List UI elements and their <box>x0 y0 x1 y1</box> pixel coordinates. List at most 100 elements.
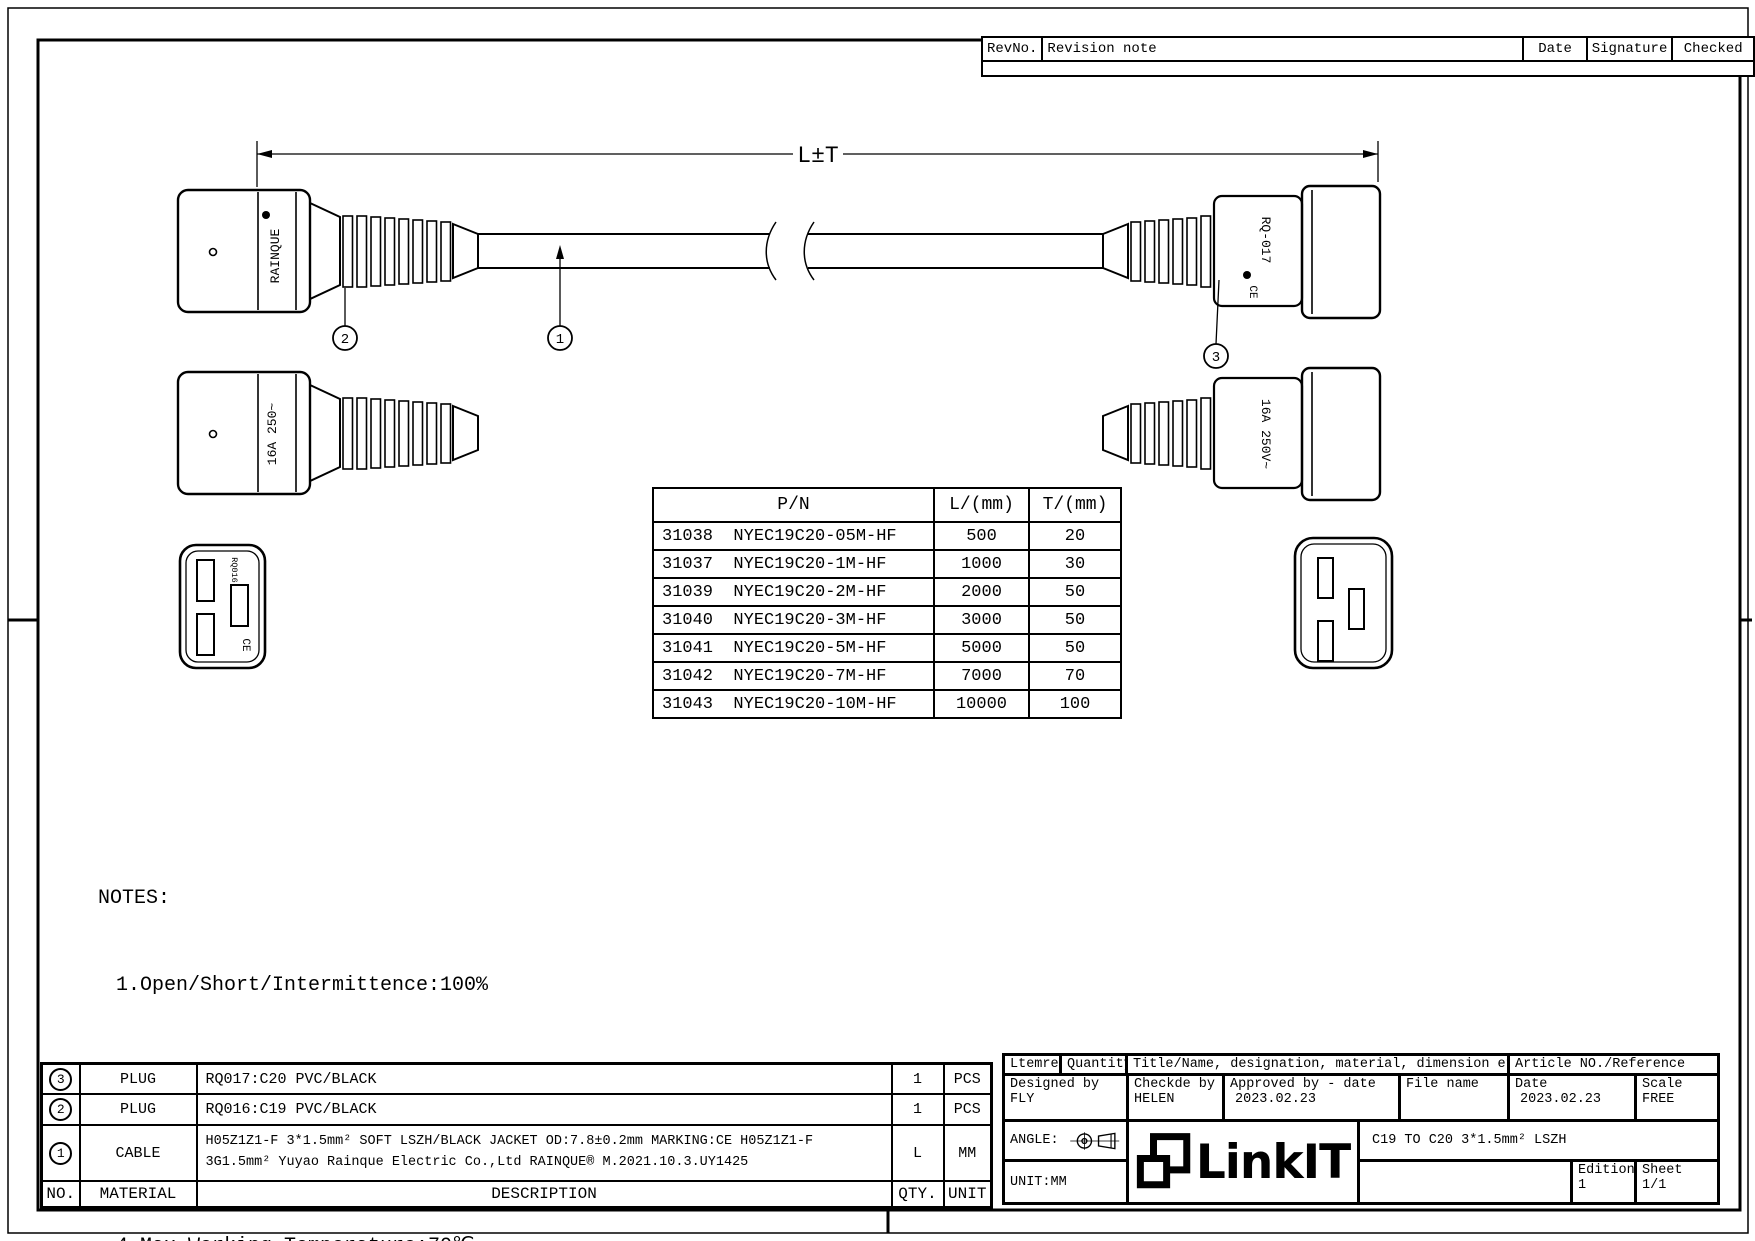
pn-cell: 31042 NYEC19C20-7M-HF <box>652 661 935 691</box>
brand-logo-dot <box>1243 271 1251 279</box>
qty-cell: L <box>890 1124 945 1182</box>
edition-cell: Edition 1 <box>1573 1162 1637 1202</box>
unit-cell: MM <box>942 1124 993 1182</box>
brand-logo-dot <box>262 211 270 219</box>
parts-header-row: P/N L/(mm) T/(mm) <box>652 487 1122 523</box>
tolerance-cell: 20 <box>1028 521 1122 551</box>
bom-footer-row: NO. MATERIAL DESCRIPTION QTY. UNIT <box>40 1180 993 1209</box>
length-cell: 7000 <box>933 661 1030 691</box>
tolerance-cell: 50 <box>1028 605 1122 635</box>
checked-by-cell: Checkde by HELEN <box>1129 1076 1225 1122</box>
balloon-2 <box>332 325 358 351</box>
qty-cell: 1 <box>890 1093 945 1126</box>
length-cell: 500 <box>933 521 1030 551</box>
tolerance-cell: 30 <box>1028 549 1122 579</box>
length-cell: 5000 <box>933 633 1030 663</box>
ce-mark: CE <box>1246 285 1258 299</box>
pn-cell: 31039 NYEC19C20-2M-HF <box>652 577 935 607</box>
linkit-logo-icon <box>1136 1133 1191 1189</box>
length-header: L/(mm) <box>933 487 1030 523</box>
scale-value: FREE <box>1642 1092 1675 1107</box>
table-row: 31037 NYEC19C20-1M-HF 1000 30 <box>652 549 1122 579</box>
table-row: 31040 NYEC19C20-3M-HF 3000 50 <box>652 605 1122 635</box>
checked-header: Checked <box>1671 36 1755 62</box>
note-item: 1.Open/Short/Intermittence:100% <box>116 974 489 997</box>
balloon-1 <box>547 325 573 351</box>
designed-by-cell: Designed by FLY <box>1005 1076 1129 1122</box>
first-angle-projection-icon <box>1069 1131 1119 1150</box>
callout-balloons: 2 1 3 <box>332 245 1229 369</box>
pn-cell: 31038 NYEC19C20-05M-HF <box>652 521 935 551</box>
material-cell: CABLE <box>78 1124 198 1182</box>
circled-number: 1 <box>49 1141 73 1165</box>
unit-cell: UNIT:MM <box>1005 1162 1129 1202</box>
date-header: Date <box>1522 36 1588 62</box>
revno-header: RevNo. <box>980 36 1044 62</box>
notes-title: NOTES: <box>98 887 171 910</box>
c20-face-view <box>1293 536 1394 670</box>
pn-cell: 31040 NYEC19C20-3M-HF <box>652 605 935 635</box>
material-footer: MATERIAL <box>78 1180 198 1209</box>
qty-cell: 1 <box>890 1062 945 1095</box>
cable-break-mark <box>803 221 815 281</box>
material-cell: PLUG <box>78 1062 198 1095</box>
c20-plug-rear-view <box>176 370 480 496</box>
dim-arrow-right <box>1363 150 1378 158</box>
description-cell: RQ016:C19 PVC/BLACK <box>195 1093 893 1126</box>
note-item: 4.Max.Working Temperature:70℃ <box>116 1232 488 1241</box>
table-row: 31041 NYEC19C20-5M-HF 5000 50 <box>652 633 1122 663</box>
empty-cell <box>1360 1162 1573 1202</box>
tolerance-cell: 100 <box>1028 689 1122 719</box>
angle-label: ANGLE: <box>1010 1133 1059 1148</box>
file-name-label: File name <box>1406 1077 1479 1092</box>
pn-cell: 31043 NYEC19C20-10M-HF <box>652 689 935 719</box>
checked-by-label: Checkde by <box>1134 1077 1216 1092</box>
circled-number: 2 <box>49 1098 73 1121</box>
itemref-label: Ltemref <box>1005 1056 1062 1076</box>
approved-by-cell: Approved by - date 2023.02.23 <box>1225 1076 1401 1122</box>
pn-cell: 31037 NYEC19C20-1M-HF <box>652 549 935 579</box>
right-connector-rating-label: 16A 250V~ <box>1258 399 1273 469</box>
balloon-2-number: 2 <box>341 332 349 348</box>
date-label: Date <box>1515 1077 1548 1092</box>
table-row: 31043 NYEC19C20-10M-HF 10000 100 <box>652 689 1122 719</box>
description-cell: H05Z1Z1-F 3*1.5mm² SOFT LSZH/BLACK JACKE… <box>195 1124 893 1182</box>
tolerance-cell: 70 <box>1028 661 1122 691</box>
tolerance-cell: 50 <box>1028 633 1122 663</box>
dim-arrow-left <box>257 150 272 158</box>
ce-mark: CE <box>239 638 251 652</box>
edition-label: Edition <box>1578 1163 1635 1178</box>
revision-header-row: RevNo. Revision note Date Signature Chec… <box>980 36 1755 62</box>
table-row: 1 CABLE H05Z1Z1-F 3*1.5mm² SOFT LSZH/BLA… <box>40 1124 993 1182</box>
revision-note-header: Revision note <box>1041 36 1525 62</box>
table-row: 31039 NYEC19C20-2M-HF 2000 50 <box>652 577 1122 607</box>
title-block: Ltemref Quantity Title/Name, designation… <box>1002 1053 1720 1205</box>
table-row: 31042 NYEC19C20-7M-HF 7000 70 <box>652 661 1122 691</box>
length-cell: 1000 <box>933 549 1030 579</box>
cable-description-line2: 3G1.5mm² Yuyao Rainque Electric Co.,Ltd … <box>205 1155 749 1170</box>
left-connector-rating-label: 16A 250~ <box>265 403 280 466</box>
sheet-label: Sheet <box>1642 1163 1683 1178</box>
date-cell: Date 2023.02.23 <box>1510 1076 1637 1122</box>
c19-face-view: RQ016 CE <box>178 543 267 670</box>
length-cell: 10000 <box>933 689 1030 719</box>
sheet-frame <box>7 7 1752 1234</box>
revision-empty-cell <box>981 60 1755 77</box>
item-number-cell: 1 <box>40 1124 81 1182</box>
no-footer: NO. <box>40 1180 81 1209</box>
article-reference-label: Article NO./Reference <box>1510 1056 1717 1076</box>
unit-cell: PCS <box>942 1093 993 1126</box>
assembly-rating-view: 16A 250~ 16A 250V~ <box>176 366 1382 502</box>
item-number-cell: 2 <box>40 1093 81 1126</box>
date-value: 2023.02.23 <box>1520 1092 1602 1107</box>
part-number-table: P/N L/(mm) T/(mm) 31038 NYEC19C20-05M-HF… <box>652 487 1122 719</box>
cable-description-line1: H05Z1Z1-F 3*1.5mm² SOFT LSZH/BLACK JACKE… <box>205 1134 814 1150</box>
description-cell: RQ017:C20 PVC/BLACK <box>195 1062 893 1095</box>
scale-label: Scale <box>1642 1077 1683 1092</box>
projection-angle-cell: ANGLE: <box>1005 1122 1129 1162</box>
circled-number: 3 <box>49 1067 73 1091</box>
length-cell: 3000 <box>933 605 1030 635</box>
length-cell: 2000 <box>933 577 1030 607</box>
tolerance-header: T/(mm) <box>1028 487 1122 523</box>
